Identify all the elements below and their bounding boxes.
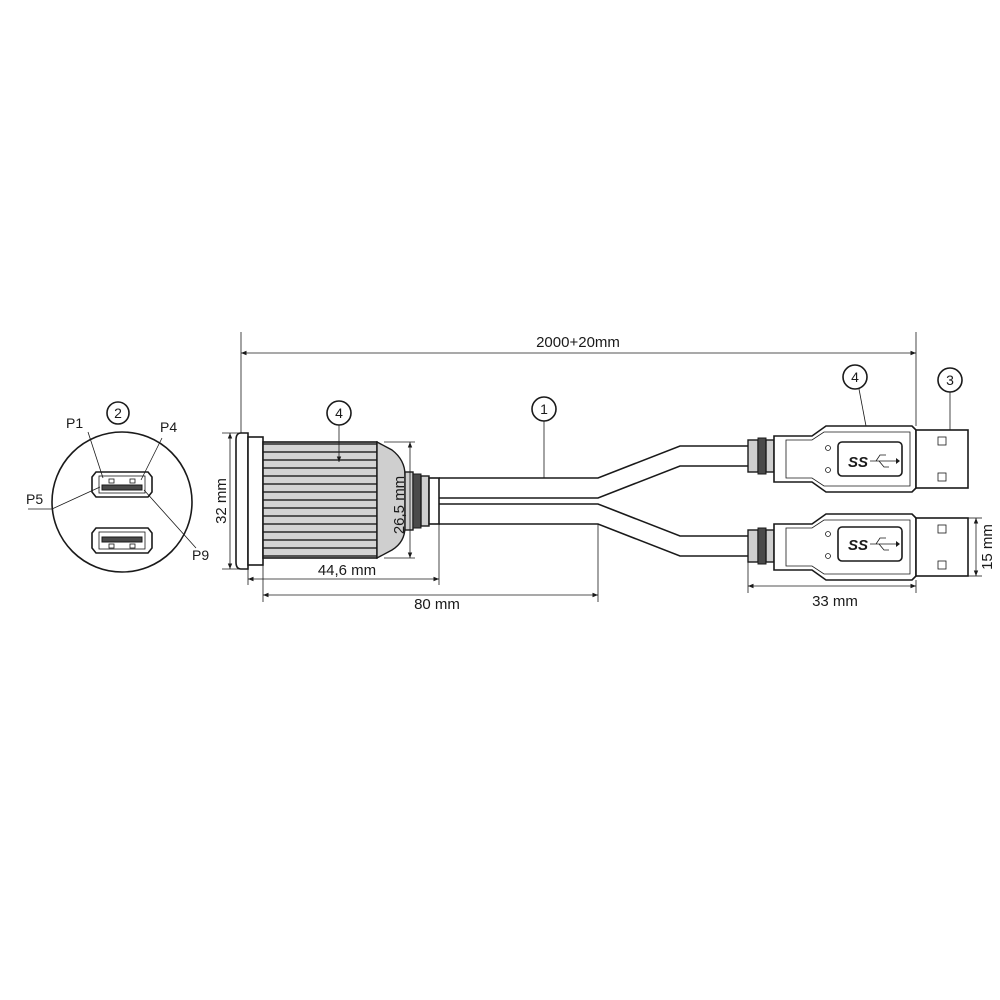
callout-label-housing: 4	[335, 405, 343, 421]
housing-collar	[247, 436, 264, 566]
callouts: 4 1 4 3	[326, 364, 963, 478]
dim-flange-diameter: 32 mm	[213, 478, 230, 524]
callout-label-2: 2	[114, 405, 122, 421]
p5-leader	[28, 486, 101, 510]
usb-trident-icon-lower	[870, 537, 900, 551]
front-view-detail: P1 P4 P5 P9 2	[26, 401, 209, 573]
panel-mount-housing	[235, 432, 440, 570]
pin-label-p5: P5	[26, 491, 43, 507]
callout-bubble-plug-body	[842, 364, 868, 390]
usb-trident-icon-upper	[870, 454, 900, 468]
pin-label-p9: P9	[192, 547, 209, 563]
usb-port-lower	[91, 527, 153, 554]
usb-port-upper	[91, 471, 153, 498]
dim-total-length: 2000+20mm	[536, 334, 620, 351]
dimension-lines: 2000+20mm 32 mm 26,5 mm 44,6 mm 80 mm 33…	[213, 332, 996, 613]
dim-split-length: 80 mm	[414, 596, 460, 613]
superspeed-logo-lower: SS	[848, 537, 868, 554]
dim-plug-length: 33 mm	[812, 593, 858, 610]
callout-label-plug-body: 4	[851, 369, 859, 385]
callout-label-cable: 1	[540, 401, 548, 417]
superspeed-logo-upper: SS	[848, 454, 868, 471]
front-view-outline	[51, 431, 193, 573]
pin-label-p4: P4	[160, 419, 177, 435]
dim-plug-height: 15 mm	[979, 524, 996, 570]
dim-thread-diameter: 26,5 mm	[391, 476, 408, 534]
usb-plug-lower: SS	[747, 513, 969, 581]
cable-pair	[439, 445, 748, 557]
callout-label-usb-plug: 3	[946, 372, 954, 388]
usb-plug-upper: SS	[747, 425, 969, 493]
p1-leader	[87, 431, 104, 479]
p9-leader	[143, 489, 197, 549]
dim-housing-length: 44,6 mm	[318, 562, 376, 579]
callout-bubble-2	[106, 401, 130, 425]
p4-leader	[140, 437, 163, 481]
housing-flange	[235, 432, 249, 570]
pin-label-p1: P1	[66, 415, 83, 431]
housing-threads	[262, 441, 378, 559]
